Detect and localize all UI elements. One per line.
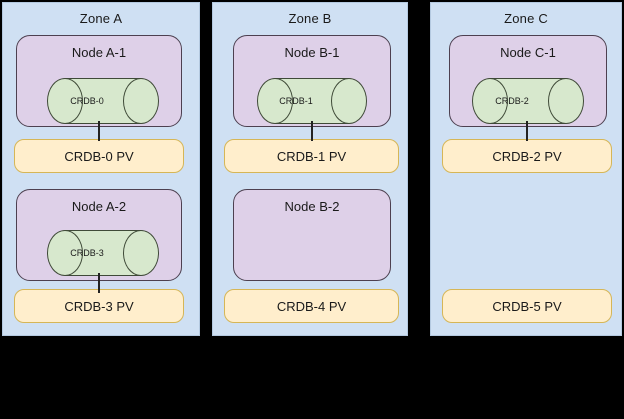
connector-node-c-1 — [526, 121, 528, 141]
cylinder-label-crdb-1: CRDB-1 — [279, 96, 313, 106]
cylinder-left-cap-crdb-1 — [257, 78, 293, 124]
persistent-volume-label-crdb-5-pv: CRDB-5 PV — [492, 298, 562, 314]
zone-title-zone-b: Zone B — [288, 11, 332, 26]
persistent-volume-crdb-0-pv: CRDB-0 PV — [14, 139, 184, 173]
node-box-node-b-2: Node B-2 — [233, 189, 391, 281]
cylinder-right-cap-crdb-3 — [123, 230, 159, 276]
database-cylinder-crdb-1: CRDB-1 — [257, 78, 367, 124]
persistent-volume-label-crdb-3-pv: CRDB-3 PV — [64, 298, 134, 314]
cylinder-right-cap-crdb-0 — [123, 78, 159, 124]
cylinder-left-cap-crdb-0 — [47, 78, 83, 124]
node-title-node-a-1: Node A-1 — [71, 45, 127, 60]
database-cylinder-crdb-0: CRDB-0 — [47, 78, 159, 124]
zone-title-zone-a: Zone A — [79, 11, 123, 26]
database-cylinder-crdb-2: CRDB-2 — [472, 78, 584, 124]
persistent-volume-crdb-4-pv: CRDB-4 PV — [224, 289, 399, 323]
persistent-volume-label-crdb-4-pv: CRDB-4 PV — [276, 298, 347, 314]
persistent-volume-crdb-2-pv: CRDB-2 PV — [442, 139, 612, 173]
cylinder-label-crdb-0: CRDB-0 — [70, 96, 104, 106]
persistent-volume-crdb-3-pv: CRDB-3 PV — [14, 289, 184, 323]
zone-title-zone-c: Zone C — [504, 11, 548, 26]
connector-node-b-1 — [311, 121, 313, 141]
node-title-node-c-1: Node C-1 — [500, 45, 556, 60]
persistent-volume-label-crdb-1-pv: CRDB-1 PV — [276, 148, 347, 164]
cylinder-right-cap-crdb-1 — [331, 78, 367, 124]
cylinder-left-cap-crdb-2 — [472, 78, 508, 124]
node-title-node-b-1: Node B-1 — [284, 45, 340, 60]
persistent-volume-label-crdb-0-pv: CRDB-0 PV — [64, 148, 134, 164]
cylinder-label-crdb-2: CRDB-2 — [495, 96, 529, 106]
cylinder-right-cap-crdb-2 — [548, 78, 584, 124]
node-title-node-b-2: Node B-2 — [284, 199, 340, 214]
connector-node-a-2 — [98, 273, 100, 293]
connector-node-a-1 — [98, 121, 100, 141]
cylinder-left-cap-crdb-3 — [47, 230, 83, 276]
node-title-node-a-2: Node A-2 — [71, 199, 127, 214]
cylinder-label-crdb-3: CRDB-3 — [70, 248, 104, 258]
persistent-volume-crdb-5-pv: CRDB-5 PV — [442, 289, 612, 323]
database-cylinder-crdb-3: CRDB-3 — [47, 230, 159, 276]
persistent-volume-crdb-1-pv: CRDB-1 PV — [224, 139, 399, 173]
persistent-volume-label-crdb-2-pv: CRDB-2 PV — [492, 148, 562, 164]
